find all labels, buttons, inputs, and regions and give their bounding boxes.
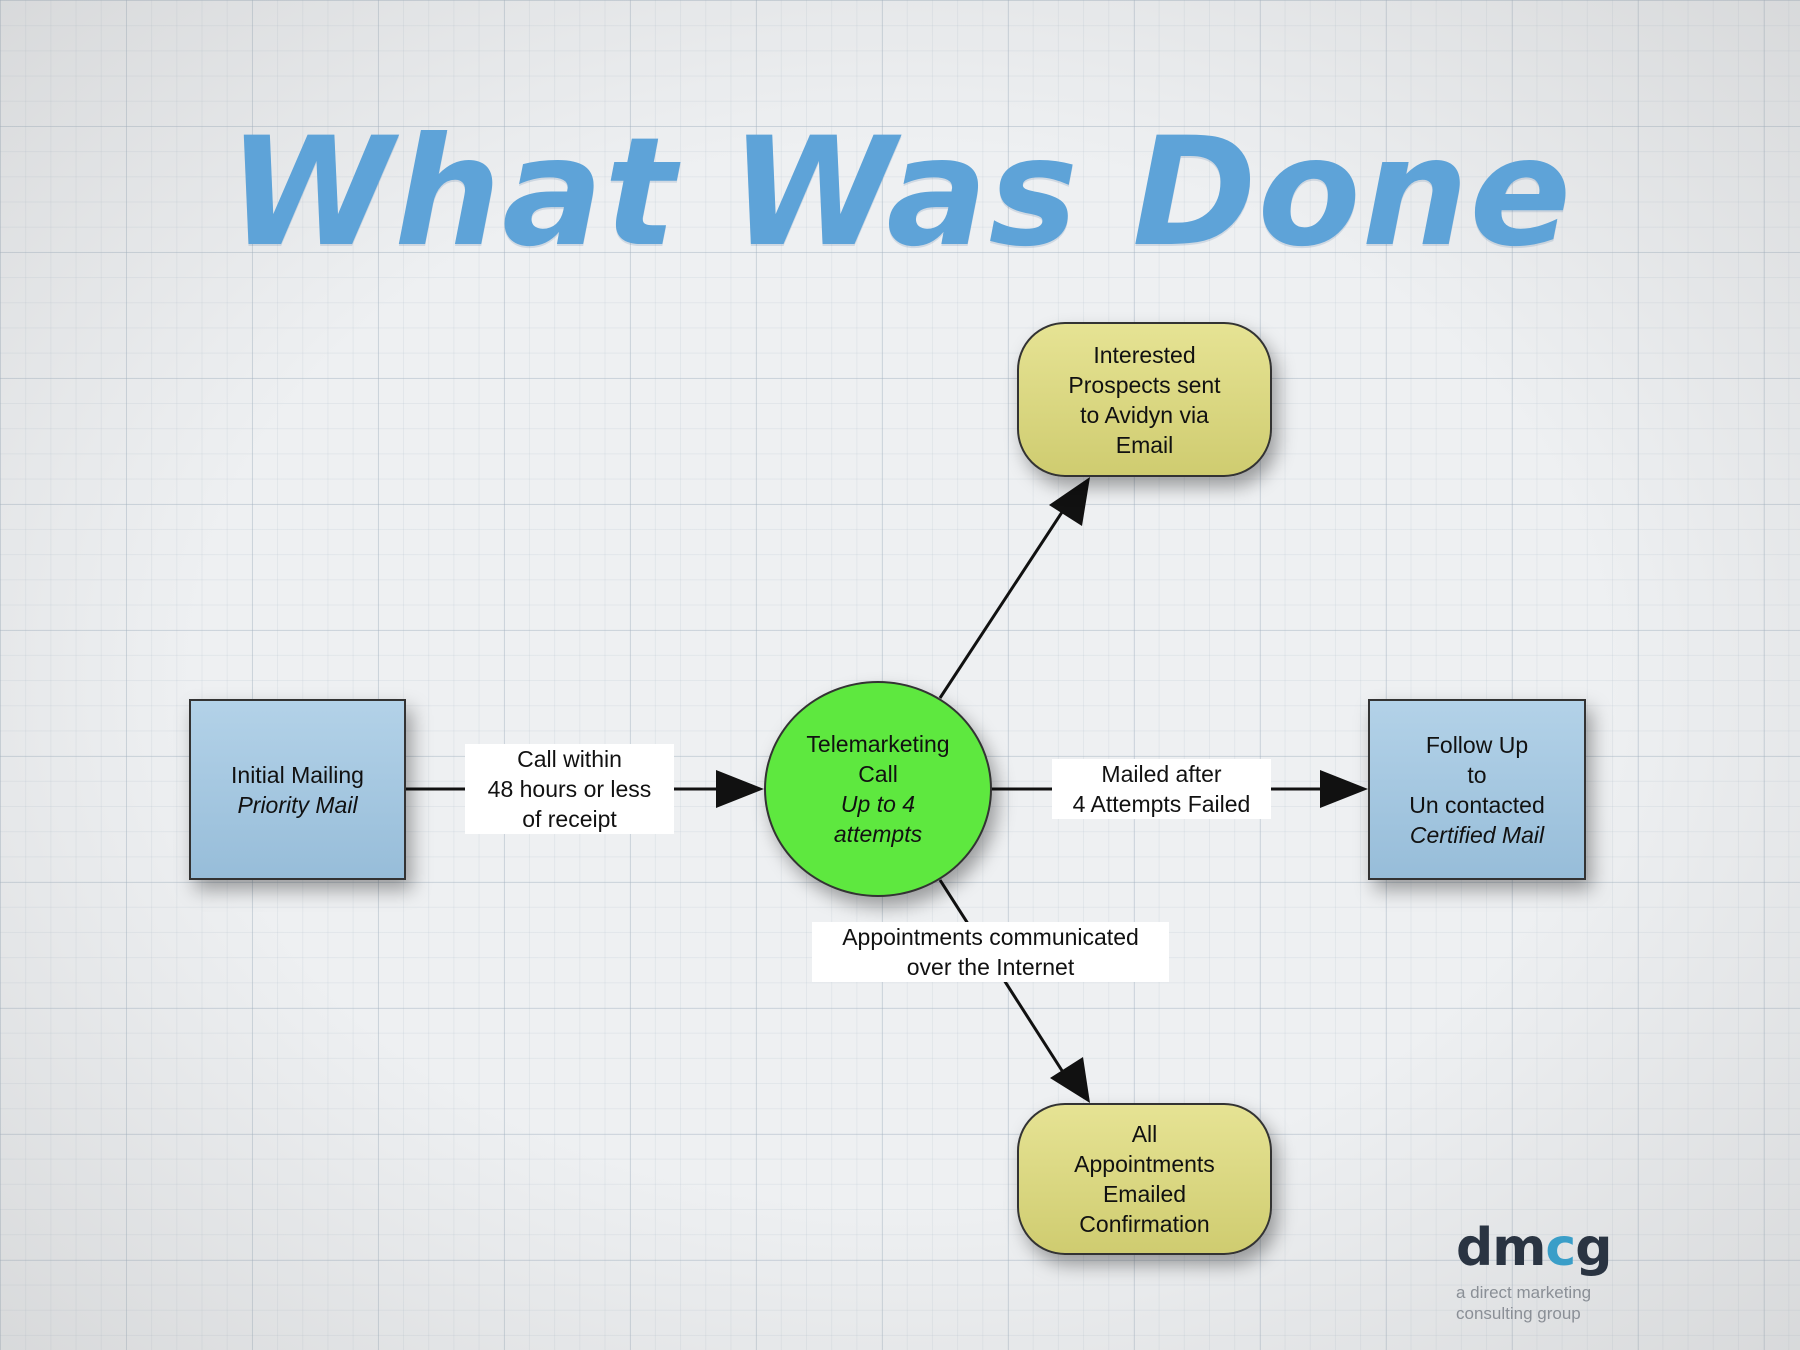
logo-mark-dm: dm — [1456, 1218, 1546, 1278]
edge-label-appointments-line2: over the Internet — [906, 954, 1075, 980]
edge-label-call-within: Call within 48 hours or less of receipt — [465, 744, 674, 834]
node-initial-mailing: Initial Mailing Priority Mail — [189, 699, 406, 880]
logo-tagline-line1: a direct marketing — [1456, 1283, 1592, 1302]
edge-label-call-within-line1: Call within — [517, 746, 622, 772]
node-followup-line1: Follow Up — [1425, 731, 1529, 758]
arrowhead-appointments — [1050, 1057, 1090, 1103]
node-interested-line2: Prospects sent — [1068, 371, 1221, 398]
arrowhead-followup — [1320, 770, 1368, 808]
arrowhead-call — [716, 770, 764, 808]
node-appointments-line3: Emailed — [1102, 1181, 1187, 1207]
node-telemarketing-line4: attempts — [833, 821, 923, 847]
node-telemarketing-call: Telemarketing Call Up to 4 attempts — [764, 681, 992, 897]
node-follow-up: Follow Up to Un contacted Certified Mail — [1368, 699, 1586, 880]
edge-label-mailed-after: Mailed after 4 Attempts Failed — [1052, 759, 1271, 819]
logo-tagline-line2: consulting group — [1456, 1304, 1581, 1323]
logo-mark-g: g — [1575, 1218, 1612, 1278]
node-telemarketing-line2: Call — [858, 761, 898, 787]
arrowhead-interested — [1049, 477, 1090, 526]
edge-label-call-within-line2: 48 hours or less — [487, 776, 652, 802]
node-followup-line3: Un contacted — [1409, 791, 1545, 818]
node-appointments-line4: Confirmation — [1079, 1211, 1210, 1237]
edge-label-appointments-communicated: Appointments communicated over the Inter… — [812, 922, 1169, 982]
node-followup-line4: Certified Mail — [1409, 821, 1545, 848]
node-telemarketing-line3: Up to 4 — [840, 791, 916, 817]
edge-label-mailed-after-line1: Mailed after — [1101, 761, 1222, 787]
logo-mark-c: c — [1545, 1218, 1576, 1278]
node-initial-line1: Initial Mailing — [231, 761, 364, 788]
node-interested-line3: to Avidyn via — [1080, 401, 1209, 428]
node-interested-line1: Interested — [1093, 341, 1196, 368]
page-title: What Was Done — [227, 106, 1573, 280]
edge-label-call-within-line3: of receipt — [522, 806, 617, 832]
node-telemarketing-line1: Telemarketing — [806, 731, 950, 757]
node-all-appointments: All Appointments Emailed Confirmation — [1017, 1103, 1272, 1255]
node-appointments-line1: All — [1131, 1121, 1158, 1147]
node-followup-line2: to — [1467, 761, 1487, 788]
node-initial-line2: Priority Mail — [237, 791, 358, 818]
node-interested-line4: Email — [1115, 431, 1174, 458]
edge-label-appointments-line1: Appointments communicated — [842, 924, 1139, 950]
node-interested-prospects: Interested Prospects sent to Avidyn via … — [1017, 322, 1272, 477]
edge-label-mailed-after-line2: 4 Attempts Failed — [1072, 791, 1251, 817]
arrow-call-to-interested — [938, 502, 1070, 699]
logo-tagline: a direct marketing consulting group — [1456, 1282, 1656, 1324]
logo-wordmark: dmcg — [1456, 1222, 1656, 1274]
node-appointments-line2: Appointments — [1074, 1151, 1215, 1177]
dmcg-logo: dmcg a direct marketing consulting group — [1456, 1222, 1656, 1324]
